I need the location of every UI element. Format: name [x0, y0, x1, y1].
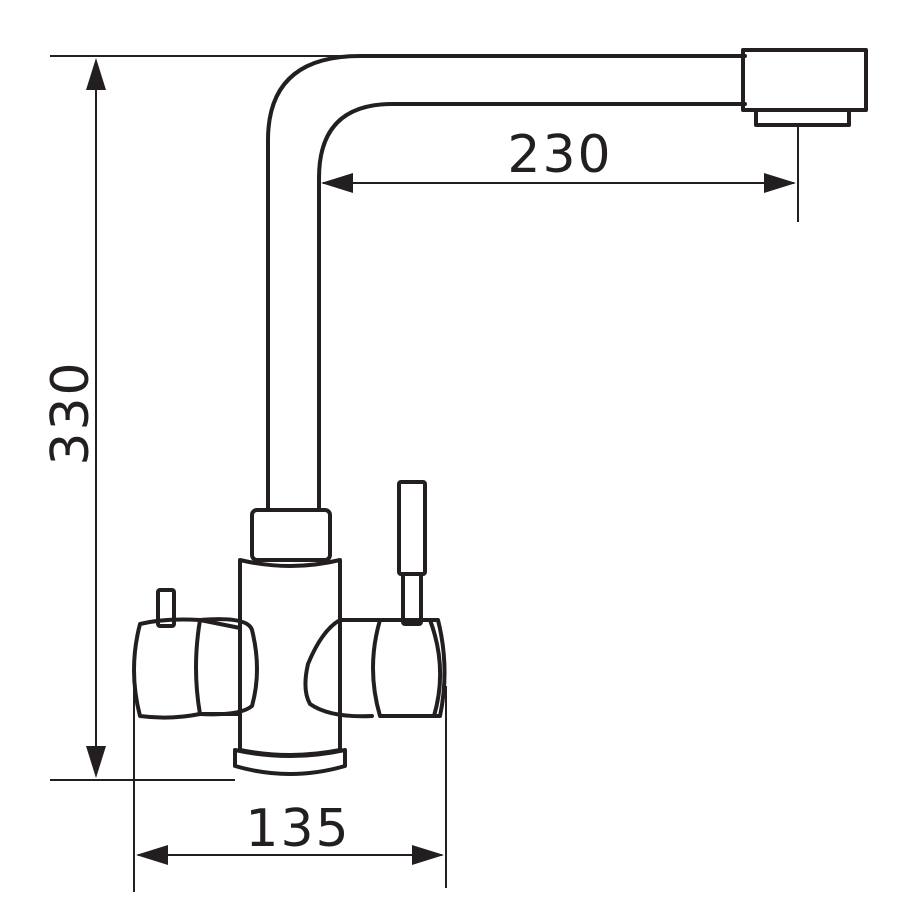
right-handle-cap: [428, 618, 443, 718]
width-label: 135: [245, 799, 350, 859]
height-arrow-bottom: [86, 746, 106, 778]
spout-outer-edge: [266, 54, 747, 510]
reach-dimension: 230: [321, 125, 799, 222]
height-dimension: 330: [41, 55, 745, 781]
width-dimension: 135: [133, 686, 447, 892]
left-handle-cap: [194, 617, 259, 717]
aerator-head: [741, 48, 868, 112]
faucet-outline: [132, 48, 868, 776]
right-handle-neck: [303, 618, 374, 719]
right-lever-stem: [401, 572, 423, 626]
width-arrow-right: [412, 845, 444, 865]
reach-arrow-left: [321, 173, 353, 193]
height-label: 330: [41, 360, 101, 465]
left-handle-body: [132, 617, 242, 720]
reach-label: 230: [507, 125, 612, 185]
left-small-lever: [156, 588, 176, 628]
spout-inner-edge: [317, 102, 747, 510]
spout-collar: [250, 508, 332, 562]
base-ring: [233, 748, 347, 776]
right-lever-top: [397, 480, 427, 576]
height-arrow-top: [86, 58, 106, 90]
reach-arrow-right: [764, 173, 796, 193]
right-handle-body: [338, 618, 447, 718]
aerator-nozzle: [754, 108, 851, 127]
width-arrow-left: [136, 845, 168, 865]
